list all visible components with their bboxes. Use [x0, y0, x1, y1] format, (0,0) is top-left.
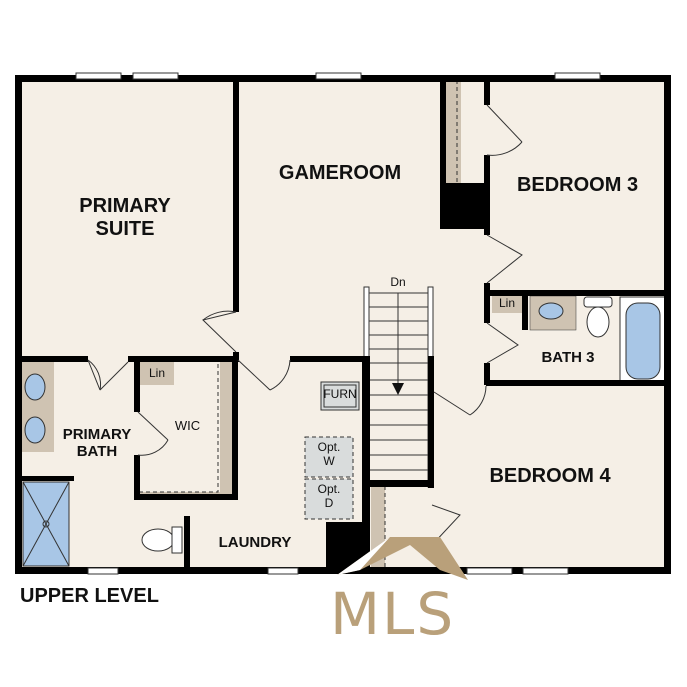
linen-closet-bath3 — [492, 296, 522, 313]
label-line: BEDROOM 4 — [489, 465, 611, 487]
room-label-laundry: LAUNDRY — [210, 534, 300, 551]
room-label-primary-bath: PRIMARY BATH — [52, 426, 142, 461]
label-line: WIC — [174, 418, 201, 433]
sink-icon — [24, 373, 46, 401]
level-title: UPPER LEVEL — [20, 585, 159, 607]
label-line: GAMEROOM — [278, 162, 402, 184]
room-label-bath-3: BATH 3 — [533, 349, 603, 366]
toilet-icon — [583, 296, 613, 338]
label-line: Opt. — [317, 482, 341, 496]
label-line: BATH 3 — [541, 349, 595, 366]
label-line: PRIMARY — [79, 195, 171, 217]
sink-icon — [24, 416, 46, 444]
room-label-wic: WIC — [165, 418, 210, 434]
linen-label-bath3: Lin — [498, 296, 515, 310]
room-label-bedroom-4: BEDROOM 4 — [475, 465, 625, 488]
toilet-icon — [141, 526, 183, 554]
label-line: LAUNDRY — [218, 534, 292, 551]
linen-label-primary: Lin — [148, 366, 165, 380]
sink-icon — [538, 302, 564, 320]
linen-closet — [140, 362, 174, 385]
mls-watermark: MLS — [330, 580, 456, 648]
label-line: Opt. — [317, 440, 341, 454]
bathtub-icon — [625, 302, 661, 380]
room-label-bedroom-3: BEDROOM 3 — [505, 174, 650, 197]
closet-shelf-gameroom — [445, 80, 461, 185]
label-line: BEDROOM 3 — [516, 174, 639, 196]
furnace-label: FURN — [323, 387, 357, 401]
label-line: W — [323, 453, 335, 468]
optional-washer-label: Opt. W — [305, 440, 353, 469]
label-line: SUITE — [95, 218, 155, 240]
optional-dryer — [304, 478, 354, 520]
room-label-gameroom: GAMEROOM — [265, 162, 415, 185]
label-line: PRIMARY — [62, 426, 132, 443]
furnace — [320, 381, 360, 411]
arrow-down-icon — [392, 383, 404, 395]
room-label-primary-suite: PRIMARY SUITE — [60, 195, 190, 241]
optional-dryer-label: Opt. D — [305, 482, 353, 511]
stairs-down-label: Dn — [390, 275, 406, 289]
windows — [75, 72, 601, 575]
label-line: D — [324, 495, 334, 510]
optional-washer — [304, 436, 354, 478]
doors — [87, 104, 523, 546]
logo-roof-icon — [337, 537, 468, 580]
label-line: BATH — [76, 443, 118, 461]
